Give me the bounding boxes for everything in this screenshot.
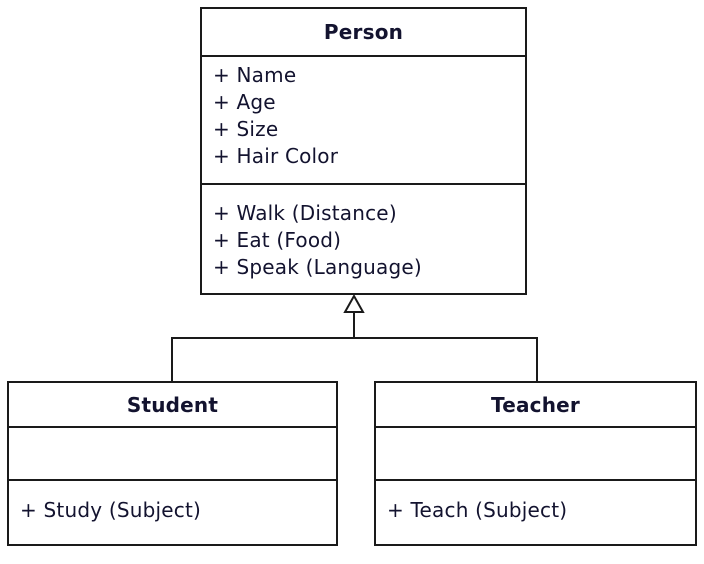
attribute-item: + Size: [213, 117, 279, 141]
student-methods-section: + Study (Subject): [9, 481, 336, 542]
class-box-teacher: Teacher + Teach (Subject): [374, 381, 697, 546]
teacher-attributes-section: [376, 428, 695, 481]
class-box-person: Person + Name + Age + Size + Hair Color …: [200, 7, 527, 295]
person-attributes-section: + Name + Age + Size + Hair Color: [202, 57, 525, 185]
student-attributes-section: [9, 428, 336, 481]
attribute-item: + Age: [213, 90, 276, 114]
person-methods-section: + Walk (Distance) + Eat (Food) + Speak (…: [202, 185, 525, 291]
method-item: + Teach (Subject): [387, 498, 568, 522]
method-item: + Speak (Language): [213, 255, 422, 279]
class-name-teacher: Teacher: [376, 383, 695, 428]
attribute-item: + Hair Color: [213, 144, 339, 168]
class-box-student: Student + Study (Subject): [7, 381, 338, 546]
connector-rail-line: [171, 337, 538, 382]
method-item: + Study (Subject): [20, 498, 201, 522]
method-item: + Eat (Food): [213, 228, 342, 252]
class-name-student: Student: [9, 383, 336, 428]
teacher-methods-section: + Teach (Subject): [376, 481, 695, 542]
class-name-person: Person: [202, 9, 525, 57]
inheritance-triangle-icon: [343, 293, 365, 313]
method-item: + Walk (Distance): [213, 201, 397, 225]
attribute-item: + Name: [213, 63, 297, 87]
